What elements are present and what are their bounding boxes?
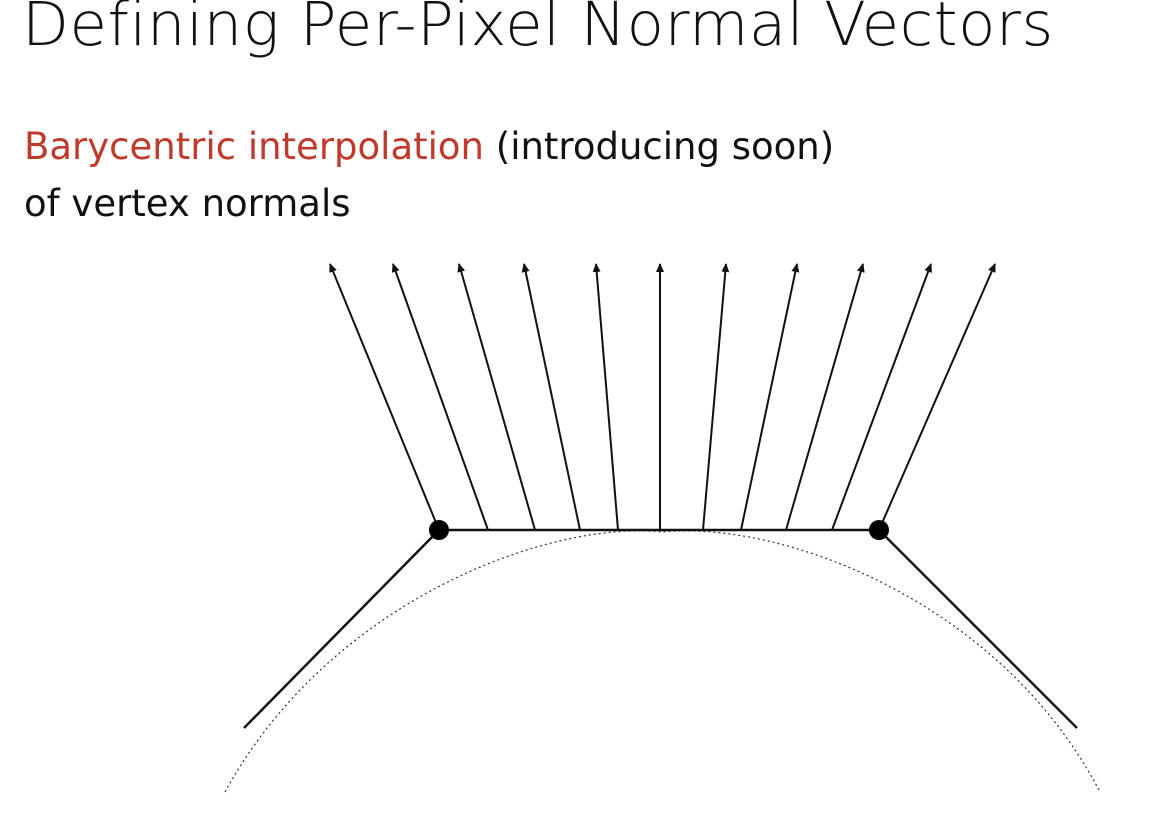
normal-arrow [592, 263, 619, 531]
slide-title: Defining Per-Pixel Normal Vectors [22, 0, 1054, 60]
mesh-edge-right [878, 529, 1078, 729]
slide-subtitle: Barycentric interpolation (introducing s… [24, 118, 834, 232]
subtitle-rest: (introducing soon) [484, 125, 835, 168]
subtitle-line-2: of vertex normals [24, 182, 351, 225]
normal-arrow [785, 263, 865, 531]
vertex-right [869, 520, 889, 540]
mesh-edge-left [243, 529, 440, 729]
normal-arrow [521, 263, 581, 531]
normal-arrow [391, 263, 489, 531]
normal-arrow [740, 263, 800, 531]
normal-arrow [878, 263, 996, 531]
barycentric-highlight: Barycentric interpolation [24, 125, 484, 168]
normal-arrow [831, 263, 932, 531]
interpolated-normals [329, 263, 996, 531]
normal-arrow [457, 263, 536, 531]
subtitle-line-1: Barycentric interpolation (introducing s… [24, 118, 834, 175]
vertex-left [429, 520, 449, 540]
normal-arrow [329, 263, 440, 531]
normal-arrow [702, 263, 730, 531]
true-surface-curve [224, 530, 1101, 793]
